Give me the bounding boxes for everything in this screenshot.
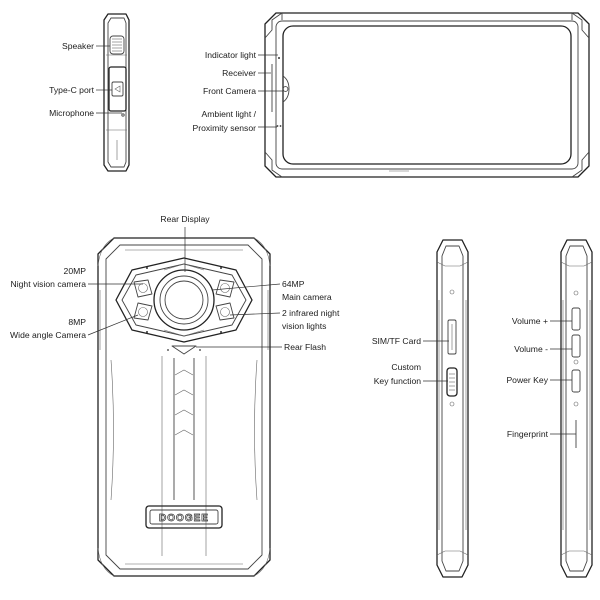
rear-flash bbox=[171, 345, 197, 355]
label-receiver: Receiver bbox=[222, 68, 256, 78]
rear-stripe bbox=[161, 356, 207, 556]
front-camera-notch bbox=[282, 75, 290, 103]
label-proximity-sensor: Proximity sensor bbox=[192, 123, 256, 133]
brand-logo: DOOGEE bbox=[159, 513, 209, 524]
label-main-camera: Main camera bbox=[282, 292, 332, 302]
label-rear-flash: Rear Flash bbox=[284, 342, 326, 352]
label-sim-tf-card: SIM/TF Card bbox=[372, 336, 421, 346]
front-camera bbox=[282, 86, 289, 92]
label-8mp: 8MP bbox=[68, 317, 86, 327]
side-view-right: Volume + Volume - Power Key Fingerprint bbox=[506, 239, 593, 578]
microphone-hole bbox=[121, 113, 125, 117]
front-display bbox=[282, 25, 572, 165]
label-type-c-port: Type-C port bbox=[49, 85, 95, 95]
brand-logo-plate: DOOGEE bbox=[145, 505, 223, 529]
type-c-port bbox=[108, 66, 127, 112]
infrared-light-2 bbox=[215, 302, 235, 321]
night-vision-camera bbox=[133, 279, 153, 298]
label-infrared-lights-1: 2 infrared night bbox=[282, 308, 340, 318]
rear-view: DOOGEE Rear Display 20MP Night vision ca… bbox=[10, 214, 340, 577]
label-fingerprint: Fingerprint bbox=[507, 429, 549, 439]
volume-up-key bbox=[571, 307, 581, 331]
label-speaker: Speaker bbox=[62, 41, 94, 51]
label-volume-up: Volume + bbox=[512, 316, 548, 326]
label-rear-display: Rear Display bbox=[160, 214, 210, 224]
label-20mp: 20MP bbox=[64, 266, 87, 276]
label-64mp: 64MP bbox=[282, 279, 305, 289]
rear-camera-module bbox=[115, 257, 253, 343]
label-key-function: Key function bbox=[374, 376, 422, 386]
label-front-camera: Front Camera bbox=[203, 86, 256, 96]
main-camera-lens bbox=[164, 280, 204, 320]
label-volume-down: Volume - bbox=[514, 344, 548, 354]
indicator-light bbox=[278, 57, 280, 59]
speaker-grille bbox=[109, 35, 125, 55]
label-infrared-lights-2: vision lights bbox=[282, 321, 326, 331]
rear-display-ring bbox=[153, 269, 215, 331]
custom-key bbox=[446, 367, 458, 397]
label-wide-angle-camera: Wide angle Camera bbox=[10, 330, 86, 340]
label-ambient-light: Ambient light / bbox=[202, 109, 257, 119]
label-night-vision-camera: Night vision camera bbox=[11, 279, 87, 289]
side-view-left: SIM/TF Card Custom Key function bbox=[372, 239, 469, 578]
sim-tray bbox=[447, 319, 457, 355]
infrared-light-1 bbox=[215, 279, 235, 298]
label-custom: Custom bbox=[391, 362, 421, 372]
label-indicator-light: Indicator light bbox=[205, 50, 257, 60]
label-power-key: Power Key bbox=[506, 375, 548, 385]
front-view: Indicator light Receiver Front Camera Am… bbox=[192, 12, 590, 178]
power-key bbox=[571, 369, 581, 393]
side-view-ports: Speaker Type-C port Microphone bbox=[49, 13, 130, 172]
wide-angle-camera bbox=[133, 302, 153, 321]
volume-down-key bbox=[571, 334, 581, 358]
label-microphone: Microphone bbox=[49, 108, 94, 118]
